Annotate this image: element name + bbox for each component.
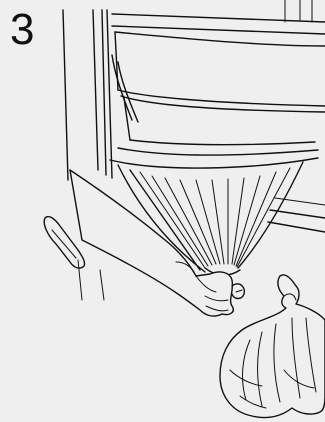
waste-bin <box>110 0 325 168</box>
hand-gripping-bag <box>70 170 244 316</box>
tied-waste-bag <box>220 275 325 418</box>
cabinet-interior <box>268 198 325 232</box>
cabinet-frame <box>63 10 112 300</box>
